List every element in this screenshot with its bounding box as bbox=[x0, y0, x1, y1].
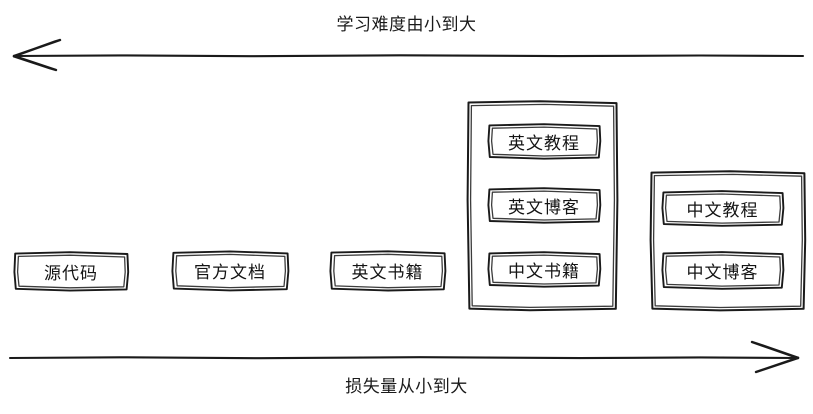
node-box-chinese-tutorial[interactable] bbox=[661, 190, 785, 227]
top-axis-label: 学习难度由小到大 bbox=[336, 15, 477, 35]
node-box-english-blog[interactable] bbox=[487, 187, 602, 224]
node-box-chinese-books[interactable] bbox=[487, 251, 602, 288]
node-box-chinese-blog[interactable] bbox=[661, 251, 785, 290]
bottom-axis-label: 损失量从小到大 bbox=[345, 377, 468, 397]
node-box-official-docs[interactable] bbox=[171, 250, 290, 292]
bottom-axis-arrow bbox=[8, 340, 800, 374]
node-box-english-tutorial[interactable] bbox=[487, 123, 602, 160]
node-box-source-code[interactable] bbox=[13, 251, 130, 292]
node-box-english-books[interactable] bbox=[329, 250, 447, 292]
top-axis-arrow bbox=[12, 38, 805, 72]
